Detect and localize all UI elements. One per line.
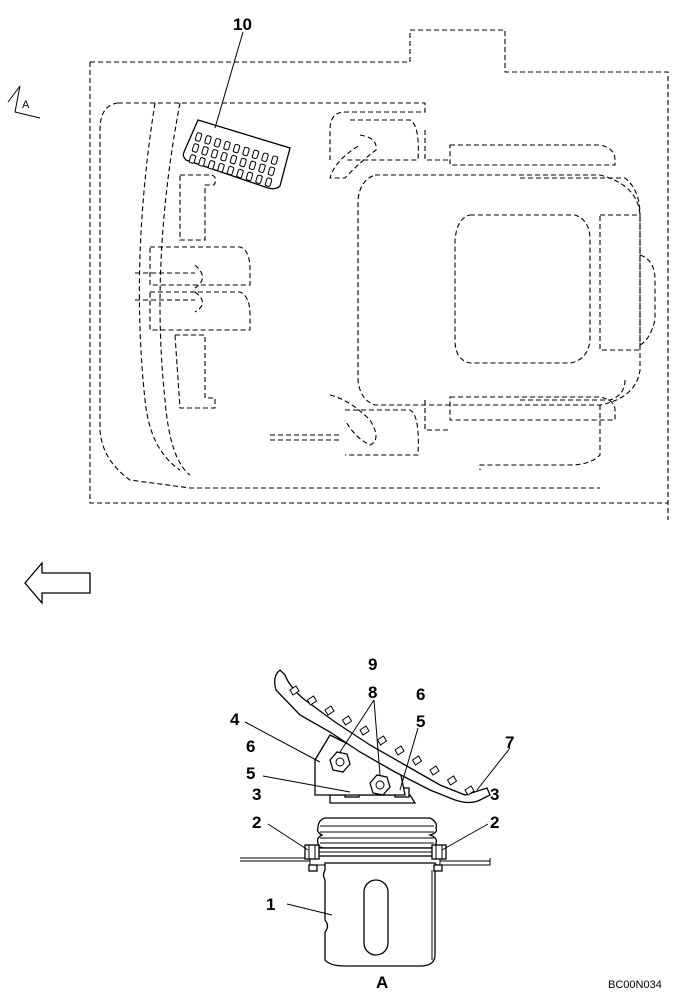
pedal-base-body: [322, 862, 438, 967]
callout-6-right: 6: [416, 685, 425, 704]
pedal-plate: [274, 669, 491, 804]
callout-6-left: 6: [246, 737, 255, 756]
drawing-code: BC00N034: [608, 979, 662, 991]
view-marker: A: [7, 85, 41, 119]
callout-1: 1: [266, 895, 275, 914]
callout-2-left: 2: [252, 813, 261, 832]
forward-arrow-icon: [24, 561, 91, 605]
travel-levers: [135, 174, 251, 409]
view-a-label: A: [376, 973, 388, 992]
pedal-tread-pattern: [188, 132, 279, 187]
pedal-plate-ribs: [289, 685, 475, 796]
callout-7: 7: [505, 733, 514, 752]
callout-10: 10: [233, 15, 252, 34]
cab-floor-outline: [89, 29, 669, 520]
floor-mat-outline: [99, 102, 600, 489]
callout-5-left: 5: [246, 764, 255, 783]
callout-5-right: 5: [416, 712, 425, 731]
operator-seat: [357, 174, 656, 406]
control-consoles: [270, 119, 616, 470]
callout-8: 8: [368, 683, 377, 702]
callout-2-right: 2: [490, 813, 499, 832]
rubber-boot: [311, 817, 443, 857]
callout-4: 4: [230, 710, 240, 729]
callout-3-left: 3: [252, 785, 261, 804]
mounting-bolts: [304, 844, 447, 872]
callout-3-right: 3: [490, 785, 499, 804]
pedal-nuts: [329, 751, 391, 796]
callout-9: 9: [368, 655, 377, 674]
callout-leader-10: [214, 31, 244, 129]
callout-leaders: [244, 699, 511, 916]
accelerator-pedal: [182, 119, 291, 190]
view-marker-label: A: [22, 99, 30, 111]
